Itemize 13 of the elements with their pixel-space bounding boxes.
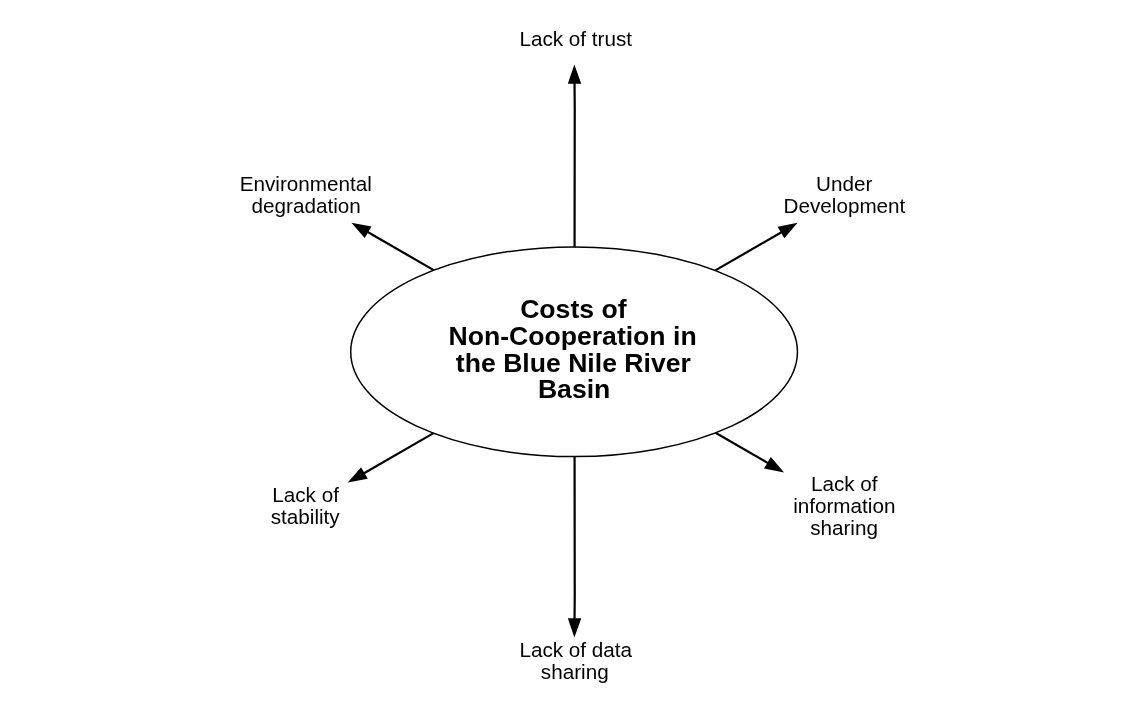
node-text: Lack of data sharing [519,638,633,684]
arrow [714,431,784,473]
arrow [347,432,435,483]
arrow [567,64,582,248]
node-text: Lack of trust [519,27,633,51]
node-text: Environmental degradation [239,171,372,217]
node-text: Under Development [783,171,906,217]
arrow [567,456,582,638]
node-text: Lack of information sharing [793,471,896,539]
arrow [714,222,798,272]
node-text: Lack of stability [270,482,340,528]
arrow [351,222,435,272]
node-ellipse: Costs of Non-Cooperation in the Blue Nile River Basin [350,246,799,458]
